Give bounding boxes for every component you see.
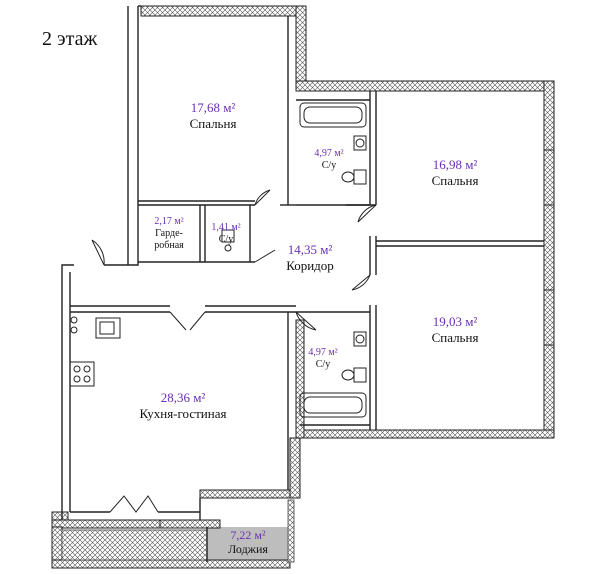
room-name: Кухня-гостиная [139, 405, 227, 421]
room-area: 1,41 м² [211, 222, 241, 233]
walls [61, 5, 544, 562]
room-area: 4,97 м² [308, 347, 338, 358]
fixtures [69, 102, 367, 418]
room-bedroom-1: 17,68 м² Спальня [168, 100, 258, 131]
room-area: 28,36 м² [160, 390, 206, 405]
room-name: Спальня [189, 115, 237, 131]
room-bathroom-2: 4,97 м² С/у [297, 347, 349, 371]
room-loggia: 7,22 м² Лоджия [210, 528, 286, 557]
room-name: Коридор [286, 257, 334, 273]
room-kitchen-living: 28,36 м² Кухня-гостиная [118, 390, 248, 421]
room-name: Спальня [431, 172, 479, 188]
loggia-railing [61, 529, 208, 561]
room-area: 19,03 м² [432, 314, 478, 329]
room-name: С/у [218, 234, 234, 245]
loggia-fill [207, 527, 288, 562]
doors [91, 189, 377, 513]
room-area: 4,97 м² [314, 148, 344, 159]
room-bedroom-3: 19,03 м² Спальня [410, 314, 500, 345]
room-name: С/у [315, 359, 331, 370]
room-corridor: 14,35 м² Коридор [265, 242, 355, 273]
room-area: 16,98 м² [432, 157, 478, 172]
room-area: 2,17 м² [154, 216, 184, 227]
room-area: 7,22 м² [230, 528, 266, 542]
loggia-railing-right [287, 499, 295, 563]
room-wardrobe: 2,17 м² Гарде- робная [140, 216, 198, 252]
room-area: 14,35 м² [287, 242, 333, 257]
room-area: 17,68 м² [190, 100, 236, 115]
room-name: Спальня [431, 329, 479, 345]
room-name: Гарде- робная [154, 228, 184, 251]
room-wc: 1,41 м² С/у [206, 222, 246, 246]
room-name: С/у [321, 160, 337, 171]
room-name: Лоджия [228, 542, 268, 557]
room-bedroom-2: 16,98 м² Спальня [410, 157, 500, 188]
room-bathroom-1: 4,97 м² С/у [303, 148, 355, 172]
windows [544, 149, 554, 346]
floor-label: 2 этаж [42, 28, 98, 50]
